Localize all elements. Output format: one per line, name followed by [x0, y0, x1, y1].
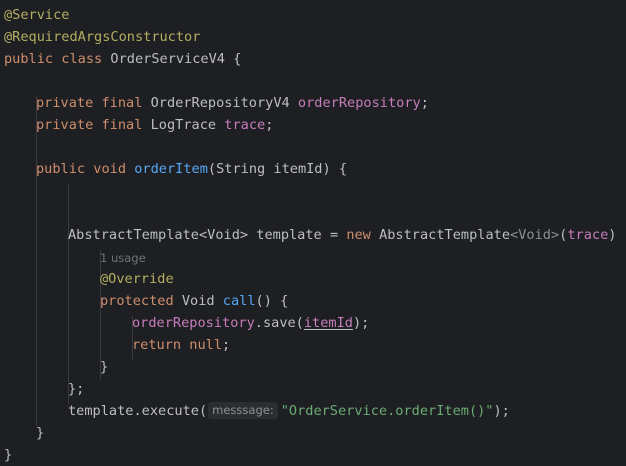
parameter-name-hint: messsage:: [208, 402, 278, 419]
keyword-final: final: [101, 95, 143, 111]
indent-guide: [68, 184, 69, 404]
field-order-repository: orderRepository: [132, 315, 255, 331]
variable-template: template: [256, 227, 322, 243]
execute-call: template.execute(: [68, 403, 208, 419]
close-paren-semi: );: [352, 315, 370, 331]
code-line-19[interactable]: template.execute(messsage:"OrderService.…: [68, 400, 510, 422]
code-line-3[interactable]: public class OrderServiceV4 {: [4, 48, 241, 70]
template-type: AbstractTemplate: [68, 227, 199, 243]
code-line-5[interactable]: private final OrderRepositoryV4 orderRep…: [36, 92, 429, 114]
open-paren: (: [559, 227, 568, 243]
required-args-annotation: @RequiredArgsConstructor: [4, 29, 201, 45]
method-call: call: [222, 293, 256, 309]
code-line-21[interactable]: }: [4, 444, 12, 466]
override-annotation: @Override: [100, 271, 174, 287]
semicolon: ;: [265, 117, 274, 133]
generic-type: Void: [207, 227, 240, 243]
keyword-new: new: [346, 227, 371, 243]
code-line-14[interactable]: protected Void call() {: [100, 290, 288, 312]
param-type: String: [216, 161, 266, 177]
keyword-final: final: [101, 117, 143, 133]
assign: =: [329, 227, 339, 243]
indent-guide: [100, 250, 101, 380]
close-brace: }: [100, 359, 109, 375]
code-line-8[interactable]: public void orderItem(String itemId) {: [36, 158, 347, 180]
code-line-6[interactable]: private final LogTrace trace;: [36, 114, 273, 136]
open-brace: {: [233, 51, 242, 67]
close-brace-semi: };: [68, 381, 85, 397]
code-line-13[interactable]: @Override: [100, 268, 174, 290]
keyword-public: public: [4, 51, 54, 67]
arg-trace: trace: [567, 227, 609, 243]
close-brace: }: [36, 425, 45, 441]
code-line-17[interactable]: }: [100, 356, 108, 378]
class-name: OrderServiceV4: [110, 51, 225, 67]
close-paren-semi: );: [493, 403, 510, 419]
template-type-2: AbstractTemplate: [379, 227, 511, 243]
code-line-11[interactable]: AbstractTemplate<Void> template = new Ab…: [68, 224, 626, 246]
code-line-16[interactable]: return null;: [132, 334, 230, 356]
generic-open: <: [198, 227, 208, 243]
code-line-20[interactable]: }: [36, 422, 44, 444]
method-rest: () {: [255, 293, 289, 309]
indent-guide: [36, 96, 37, 426]
keyword-return: return: [132, 337, 182, 353]
keyword-public: public: [36, 161, 86, 177]
generic-close-2: >: [550, 227, 560, 243]
code-line-2[interactable]: @RequiredArgsConstructor: [4, 26, 200, 48]
keyword-void: void: [93, 161, 127, 177]
code-line-18[interactable]: };: [68, 378, 84, 400]
arg-item-id: itemId: [303, 315, 353, 331]
return-type: Void: [181, 293, 215, 309]
keyword-protected: protected: [100, 293, 174, 309]
service-annotation: @Service: [4, 7, 70, 23]
generic-type-2: Void: [518, 227, 551, 243]
field-order-repository: orderRepository: [297, 95, 421, 111]
generic-close: >: [239, 227, 249, 243]
keyword-null: null: [189, 337, 223, 353]
keyword-private: private: [36, 117, 94, 133]
field-trace: trace: [224, 117, 266, 133]
close-paren-brace: ) {: [322, 161, 348, 177]
param-item-id: itemId: [273, 161, 323, 177]
semicolon: ;: [222, 337, 231, 353]
generic-open-2: <: [510, 227, 519, 243]
close-brace: }: [4, 447, 13, 463]
keyword-class: class: [61, 51, 103, 67]
keyword-private: private: [36, 95, 94, 111]
indent-guide: [132, 316, 133, 360]
open-paren: (: [207, 161, 217, 177]
method-order-item: orderItem: [134, 161, 208, 177]
field-type: OrderRepositoryV4: [150, 95, 290, 111]
string-literal: "OrderService.orderItem()": [280, 403, 494, 419]
code-line-15[interactable]: orderRepository.save(itemId);: [132, 312, 369, 334]
semicolon: ;: [420, 95, 429, 111]
field-type: LogTrace: [150, 117, 217, 133]
usage-hint[interactable]: 1 usage: [100, 251, 146, 265]
code-line-1[interactable]: @Service: [4, 4, 69, 26]
close-paren-brace: ) {: [608, 227, 626, 243]
save-call: .save(: [254, 315, 304, 331]
